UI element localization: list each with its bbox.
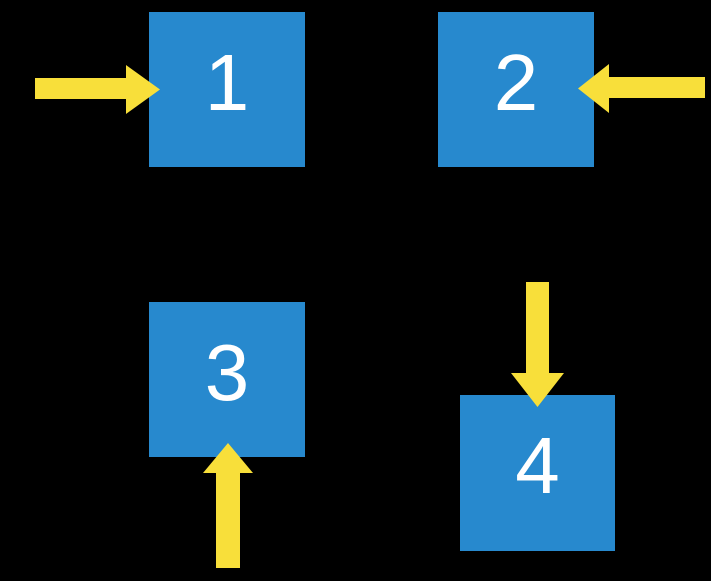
square-2: 2 xyxy=(438,12,594,167)
arrow-down-icon xyxy=(511,282,564,407)
square-2-label: 2 xyxy=(493,37,539,127)
square-4: 4 xyxy=(460,395,615,551)
square-4-label: 4 xyxy=(515,421,560,510)
square-1: 1 xyxy=(149,12,305,167)
arrow-left-icon xyxy=(578,64,705,113)
square-3: 3 xyxy=(149,302,305,457)
arrow-right-icon xyxy=(35,65,160,114)
arrow-up-icon xyxy=(203,443,253,568)
square-1-label: 1 xyxy=(204,37,250,127)
square-3-label: 3 xyxy=(204,327,250,417)
